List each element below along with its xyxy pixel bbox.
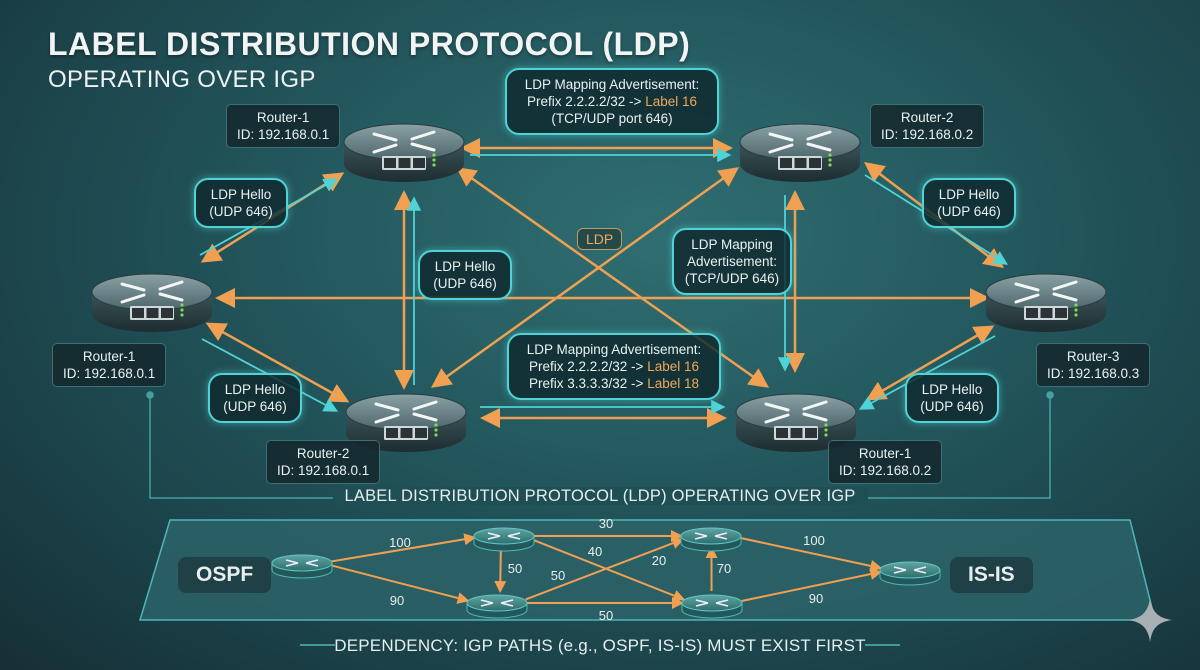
ethernet-ports-icon — [778, 156, 822, 170]
label-value: Label 16 — [647, 359, 699, 374]
ethernet-ports-icon — [382, 156, 426, 170]
hello-callout: LDP Hello(UDP 646) — [194, 178, 288, 228]
status-led-icon — [824, 433, 828, 437]
status-led-icon — [432, 158, 436, 162]
ethernet-ports-icon — [384, 426, 428, 440]
hello-link — [858, 335, 996, 410]
igp-link — [494, 547, 507, 594]
igp-router-icon — [271, 554, 333, 579]
igp-link-cost: 50 — [599, 608, 613, 623]
router-icon-bottom-left — [345, 393, 467, 452]
status-led-icon — [432, 153, 436, 157]
ldp-link — [205, 322, 350, 403]
mapping-callout-top: LDP Mapping Advertisement: Prefix 2.2.2.… — [505, 68, 719, 135]
label-value: Label 16 — [645, 94, 697, 109]
igp-router-icon — [466, 594, 528, 619]
status-led-icon — [1074, 308, 1078, 312]
igp-link-cost: 40 — [588, 544, 602, 559]
sparkle-icon — [1128, 598, 1172, 642]
ethernet-ports-icon — [1024, 306, 1068, 320]
status-led-icon — [1074, 303, 1078, 307]
igp-link-cost: 50 — [551, 568, 565, 583]
status-led-icon — [434, 433, 438, 437]
status-led-icon — [828, 163, 832, 167]
igp-link — [741, 568, 883, 603]
status-led-icon — [434, 428, 438, 432]
band-bracket — [146, 391, 1054, 499]
router-arrows-icon — [374, 400, 438, 424]
igp-router-icon — [879, 561, 941, 586]
igp-link-cost: 100 — [803, 533, 825, 548]
router-icon-mid-left — [91, 273, 213, 332]
page-subtitle: OPERATING OVER IGP — [48, 66, 316, 93]
router-label-mid-left: Router-1 ID: 192.168.0.1 — [52, 343, 167, 387]
status-led-icon — [828, 158, 832, 162]
hello-callout: LDP Hello(UDP 646) — [905, 373, 999, 423]
router-label-bottom-left: Router-2 ID: 192.168.0.1 — [266, 440, 381, 484]
router-label-top-right: Router-2 ID: 192.168.0.2 — [870, 104, 985, 148]
router-arrows-icon — [372, 130, 436, 154]
dependency-footer: DEPENDENCY: IGP PATHS (e.g., OSPF, IS-IS… — [334, 636, 866, 655]
router-arrows-icon — [120, 280, 184, 304]
router-arrows-icon — [764, 400, 828, 424]
igp-link — [532, 538, 686, 602]
ldp-tag: LDP — [577, 228, 623, 250]
igp-link-cost: 90 — [390, 593, 404, 608]
hello-callout: LDP Hello(UDP 646) — [208, 373, 302, 423]
router-icon-top-left — [343, 123, 465, 182]
router-arrows-icon — [768, 130, 832, 154]
band-title: LABEL DISTRIBUTION PROTOCOL (LDP) OPERAT… — [0, 487, 1200, 506]
status-led-icon — [1074, 313, 1078, 317]
ethernet-ports-icon — [774, 426, 818, 440]
ospf-label: OSPF — [178, 557, 272, 593]
hello-callout: LDP Hello(UDP 646) — [418, 250, 512, 300]
igp-link-cost: 20 — [652, 553, 666, 568]
router-arrows-icon — [1014, 280, 1078, 304]
status-led-icon — [432, 163, 436, 167]
igp-router-icon — [681, 594, 743, 619]
igp-link-cost: 90 — [809, 591, 823, 606]
ldp-link — [865, 325, 995, 401]
isis-label: IS-IS — [950, 557, 1033, 593]
igp-link — [740, 537, 883, 572]
router-icon-bottom-right — [735, 393, 857, 452]
status-led-icon — [180, 303, 184, 307]
status-led-icon — [828, 153, 832, 157]
igp-link-cost: 50 — [508, 561, 522, 576]
label-value: Label 18 — [647, 376, 699, 391]
igp-link — [525, 537, 685, 601]
ldp-link — [430, 167, 740, 388]
igp-link-cost: 100 — [389, 535, 411, 550]
igp-router-icon — [473, 527, 535, 552]
mapping-callout-bottom: LDP Mapping Advertisement: Prefix 2.2.2.… — [507, 333, 721, 400]
router-label-top-left: Router-1 ID: 192.168.0.1 — [226, 104, 341, 148]
hello-callout: LDP Hello(UDP 646) — [922, 178, 1016, 228]
status-led-icon — [434, 423, 438, 427]
status-led-icon — [180, 313, 184, 317]
igp-link — [331, 533, 477, 563]
mapping-callout-mid: LDP Mapping Advertisement: (TCP/UDP 646) — [672, 228, 792, 295]
igp-link — [331, 564, 470, 604]
router-label-mid-right: Router-3 ID: 192.168.0.3 — [1036, 343, 1151, 387]
igp-link-cost: 70 — [717, 561, 731, 576]
igp-router-icon — [680, 527, 742, 552]
igp-link-cost: 30 — [599, 516, 613, 531]
router-label-bottom-right: Router-1 ID: 192.168.0.2 — [828, 440, 943, 484]
status-led-icon — [180, 308, 184, 312]
ethernet-ports-icon — [130, 306, 174, 320]
router-icon-top-right — [739, 123, 861, 182]
status-led-icon — [824, 423, 828, 427]
igp-band: 100 90 50 30 40 50 50 70 20 100 90 — [138, 516, 1156, 623]
status-led-icon — [824, 428, 828, 432]
page-title: LABEL DISTRIBUTION PROTOCOL (LDP) — [48, 26, 691, 62]
router-icon-mid-right — [985, 273, 1107, 332]
